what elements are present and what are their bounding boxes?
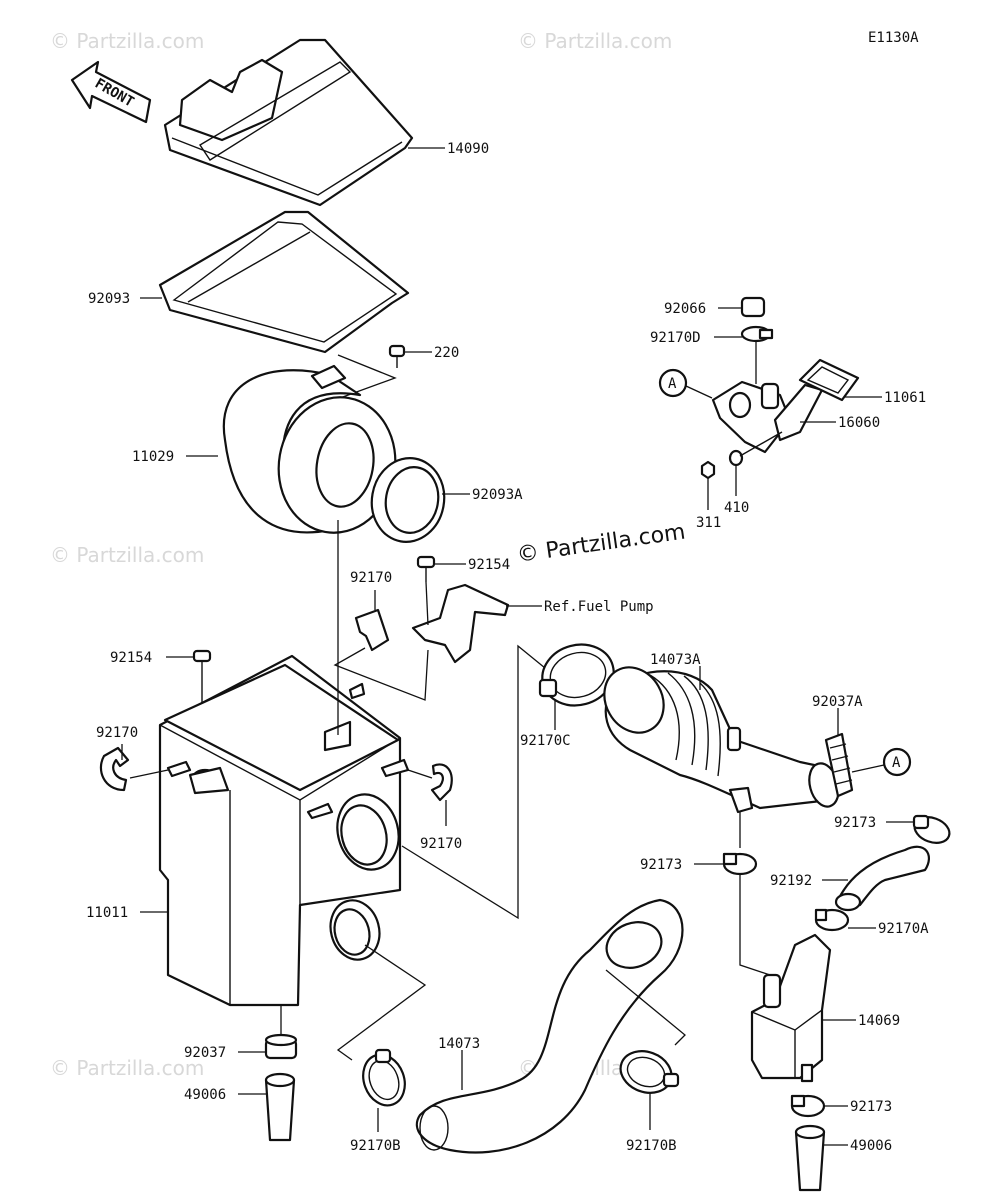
clamp-92037a xyxy=(824,732,854,798)
label-92037A: 92037A xyxy=(812,694,863,710)
hose-92192 xyxy=(834,845,930,912)
watermark-top-left: © Partzilla.com xyxy=(50,29,204,53)
label-92170-left: 92170 xyxy=(96,725,138,741)
clip-92170-left xyxy=(99,746,130,792)
callout-a-top-letter: A xyxy=(668,376,677,392)
label-92173-middle: 92173 xyxy=(640,857,682,873)
label-92170-right: 92170 xyxy=(420,836,462,852)
label-92154-left: 92154 xyxy=(110,650,152,666)
label-92154-top: 92154 xyxy=(468,557,510,573)
label-49006-left: 49006 xyxy=(184,1087,226,1103)
intake-boot-14073a xyxy=(603,666,840,814)
plug-49006-right xyxy=(794,1124,826,1192)
gasket xyxy=(158,210,410,354)
clip-92170-top xyxy=(354,608,390,652)
clamp-92170b-right xyxy=(619,1050,680,1094)
clamp-92173-middle xyxy=(722,852,758,876)
clamp-92173-lower xyxy=(790,1094,826,1118)
air-filter-element xyxy=(222,364,397,534)
air-cleaner-cover xyxy=(163,38,414,207)
label-92170-top: 92170 xyxy=(350,570,392,586)
label-92093A: 92093A xyxy=(472,487,523,503)
fuel-pump-bracket xyxy=(411,583,510,664)
clamp-92170a xyxy=(814,908,850,932)
label-11061: 11061 xyxy=(884,390,926,406)
callout-a-bottom xyxy=(882,747,912,777)
label-92170C: 92170C xyxy=(520,733,571,749)
breather-assembly xyxy=(700,296,860,480)
label-92192: 92192 xyxy=(770,873,812,889)
label-311: 311 xyxy=(696,515,721,531)
label-49006-right: 49006 xyxy=(850,1138,892,1154)
front-arrow: FRONT xyxy=(70,60,152,124)
label-92170B-right: 92170B xyxy=(626,1138,677,1154)
label-92066: 92066 xyxy=(664,301,706,317)
label-92170D: 92170D xyxy=(650,330,701,346)
label-92170B-left: 92170B xyxy=(350,1138,401,1154)
callout-a-top xyxy=(658,368,688,398)
watermark-mid-left: © Partzilla.com xyxy=(50,543,204,567)
label-16060: 16060 xyxy=(838,415,880,431)
label-14073: 14073 xyxy=(438,1036,480,1052)
intake-duct-14073 xyxy=(415,898,684,1154)
clamp-92170b-left xyxy=(362,1048,406,1107)
label-14073A: 14073A xyxy=(650,652,701,668)
label-92170A: 92170A xyxy=(878,921,929,937)
label-14090: 14090 xyxy=(447,141,489,157)
seal-ring-92093a xyxy=(370,457,446,543)
label-92173-upper: 92173 xyxy=(834,815,876,831)
air-box-housing xyxy=(158,654,410,1007)
plug-49006-left xyxy=(264,1072,296,1142)
clamp-92170c xyxy=(538,643,615,707)
watermark-top-center: © Partzilla.com xyxy=(518,29,672,53)
label-ref-fuel-pump: Ref.Fuel Pump xyxy=(544,599,654,615)
screw-220 xyxy=(388,344,406,368)
bolt-92154-top xyxy=(416,555,436,582)
label-92037: 92037 xyxy=(184,1045,226,1061)
watermark-center: © Partzilla.com xyxy=(515,520,687,568)
clamp-92037 xyxy=(264,1033,298,1060)
label-410: 410 xyxy=(724,500,749,516)
label-92093: 92093 xyxy=(88,291,130,307)
label-11011: 11011 xyxy=(86,905,128,921)
diagram-code: E1130A xyxy=(868,30,919,46)
clip-92170-right xyxy=(430,763,453,802)
label-14069: 14069 xyxy=(858,1013,900,1029)
label-92173-lower: 92173 xyxy=(850,1099,892,1115)
drain-tank-14069 xyxy=(750,933,832,1083)
watermark-bottom-left: © Partzilla.com xyxy=(50,1056,204,1080)
callout-a-bottom-letter: A xyxy=(892,755,901,771)
clamp-92173-upper xyxy=(912,814,951,844)
label-11029: 11029 xyxy=(132,449,174,465)
label-220: 220 xyxy=(434,345,459,361)
